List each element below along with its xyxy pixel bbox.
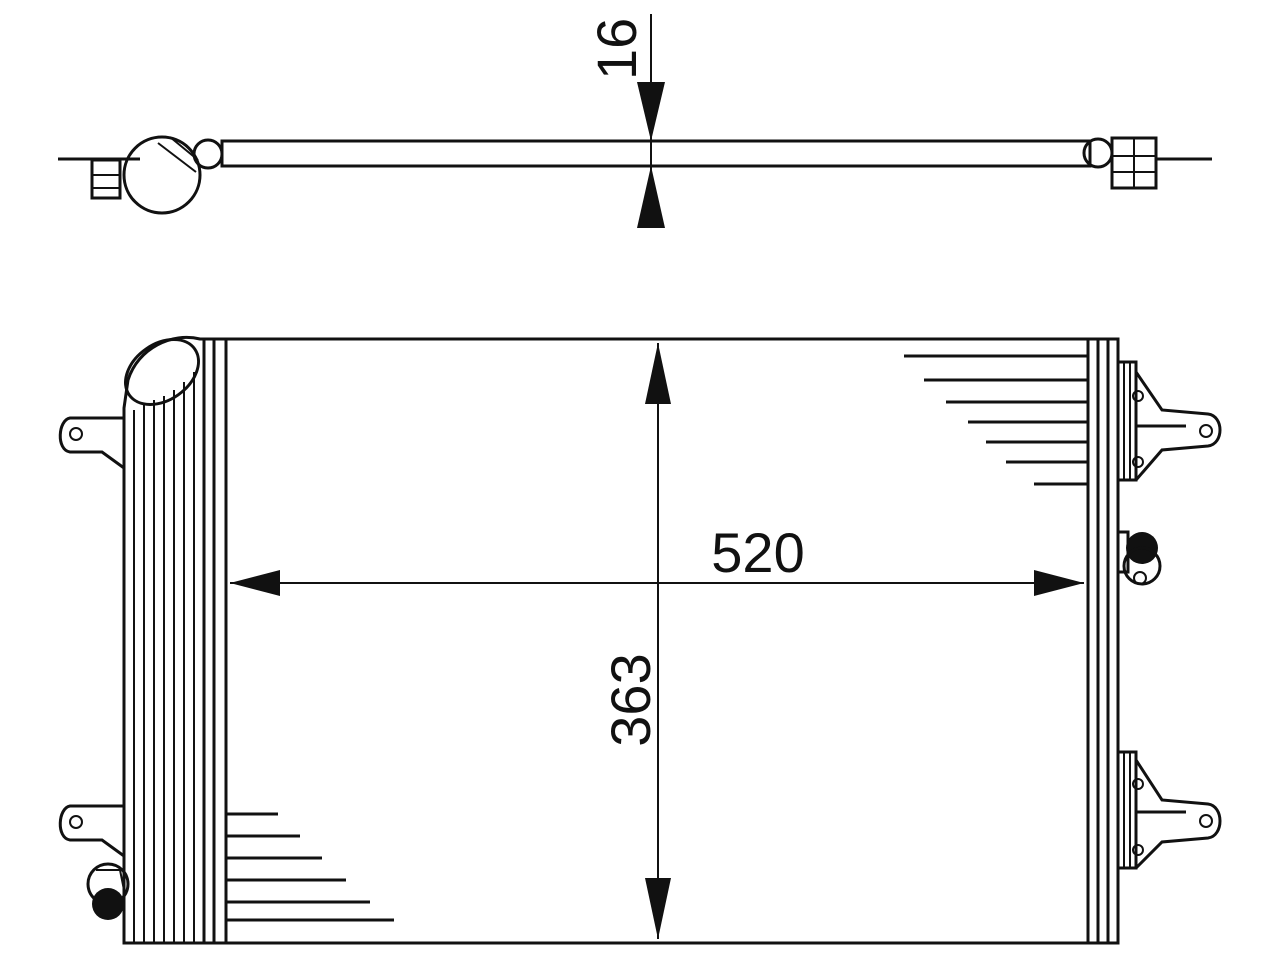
thickness-arrow-top <box>637 82 665 141</box>
left-bracket-top <box>58 416 125 470</box>
thickness-label: 16 <box>585 18 648 80</box>
left-bottom-fitting <box>86 862 130 920</box>
top-view-dryer <box>122 135 202 215</box>
height-arrow-bottom <box>645 878 671 939</box>
core-hatching-bottom-left <box>226 812 394 922</box>
width-arrow-left <box>230 570 280 596</box>
left-tank-cap <box>124 338 200 406</box>
width-arrow-right <box>1034 570 1084 596</box>
top-view: 16 <box>58 14 1212 228</box>
width-label: 520 <box>711 521 804 584</box>
height-label: 363 <box>599 653 662 746</box>
top-view-tube <box>220 139 1092 168</box>
core-hatching-top-right <box>904 354 1088 486</box>
right-bracket-top <box>1116 360 1222 482</box>
front-view: 520 363 <box>58 336 1222 945</box>
right-bracket-bottom <box>1116 750 1222 870</box>
top-view-right-knob <box>1082 137 1114 169</box>
right-tank <box>1086 337 1120 945</box>
top-view-left-bracket <box>90 158 122 200</box>
left-tank-ribs <box>133 339 216 943</box>
thickness-arrow-bottom <box>637 166 665 228</box>
left-bracket-bottom <box>58 804 125 858</box>
height-arrow-top <box>645 343 671 404</box>
right-middle-fitting <box>1116 530 1162 586</box>
top-view-left-knob <box>192 138 224 170</box>
